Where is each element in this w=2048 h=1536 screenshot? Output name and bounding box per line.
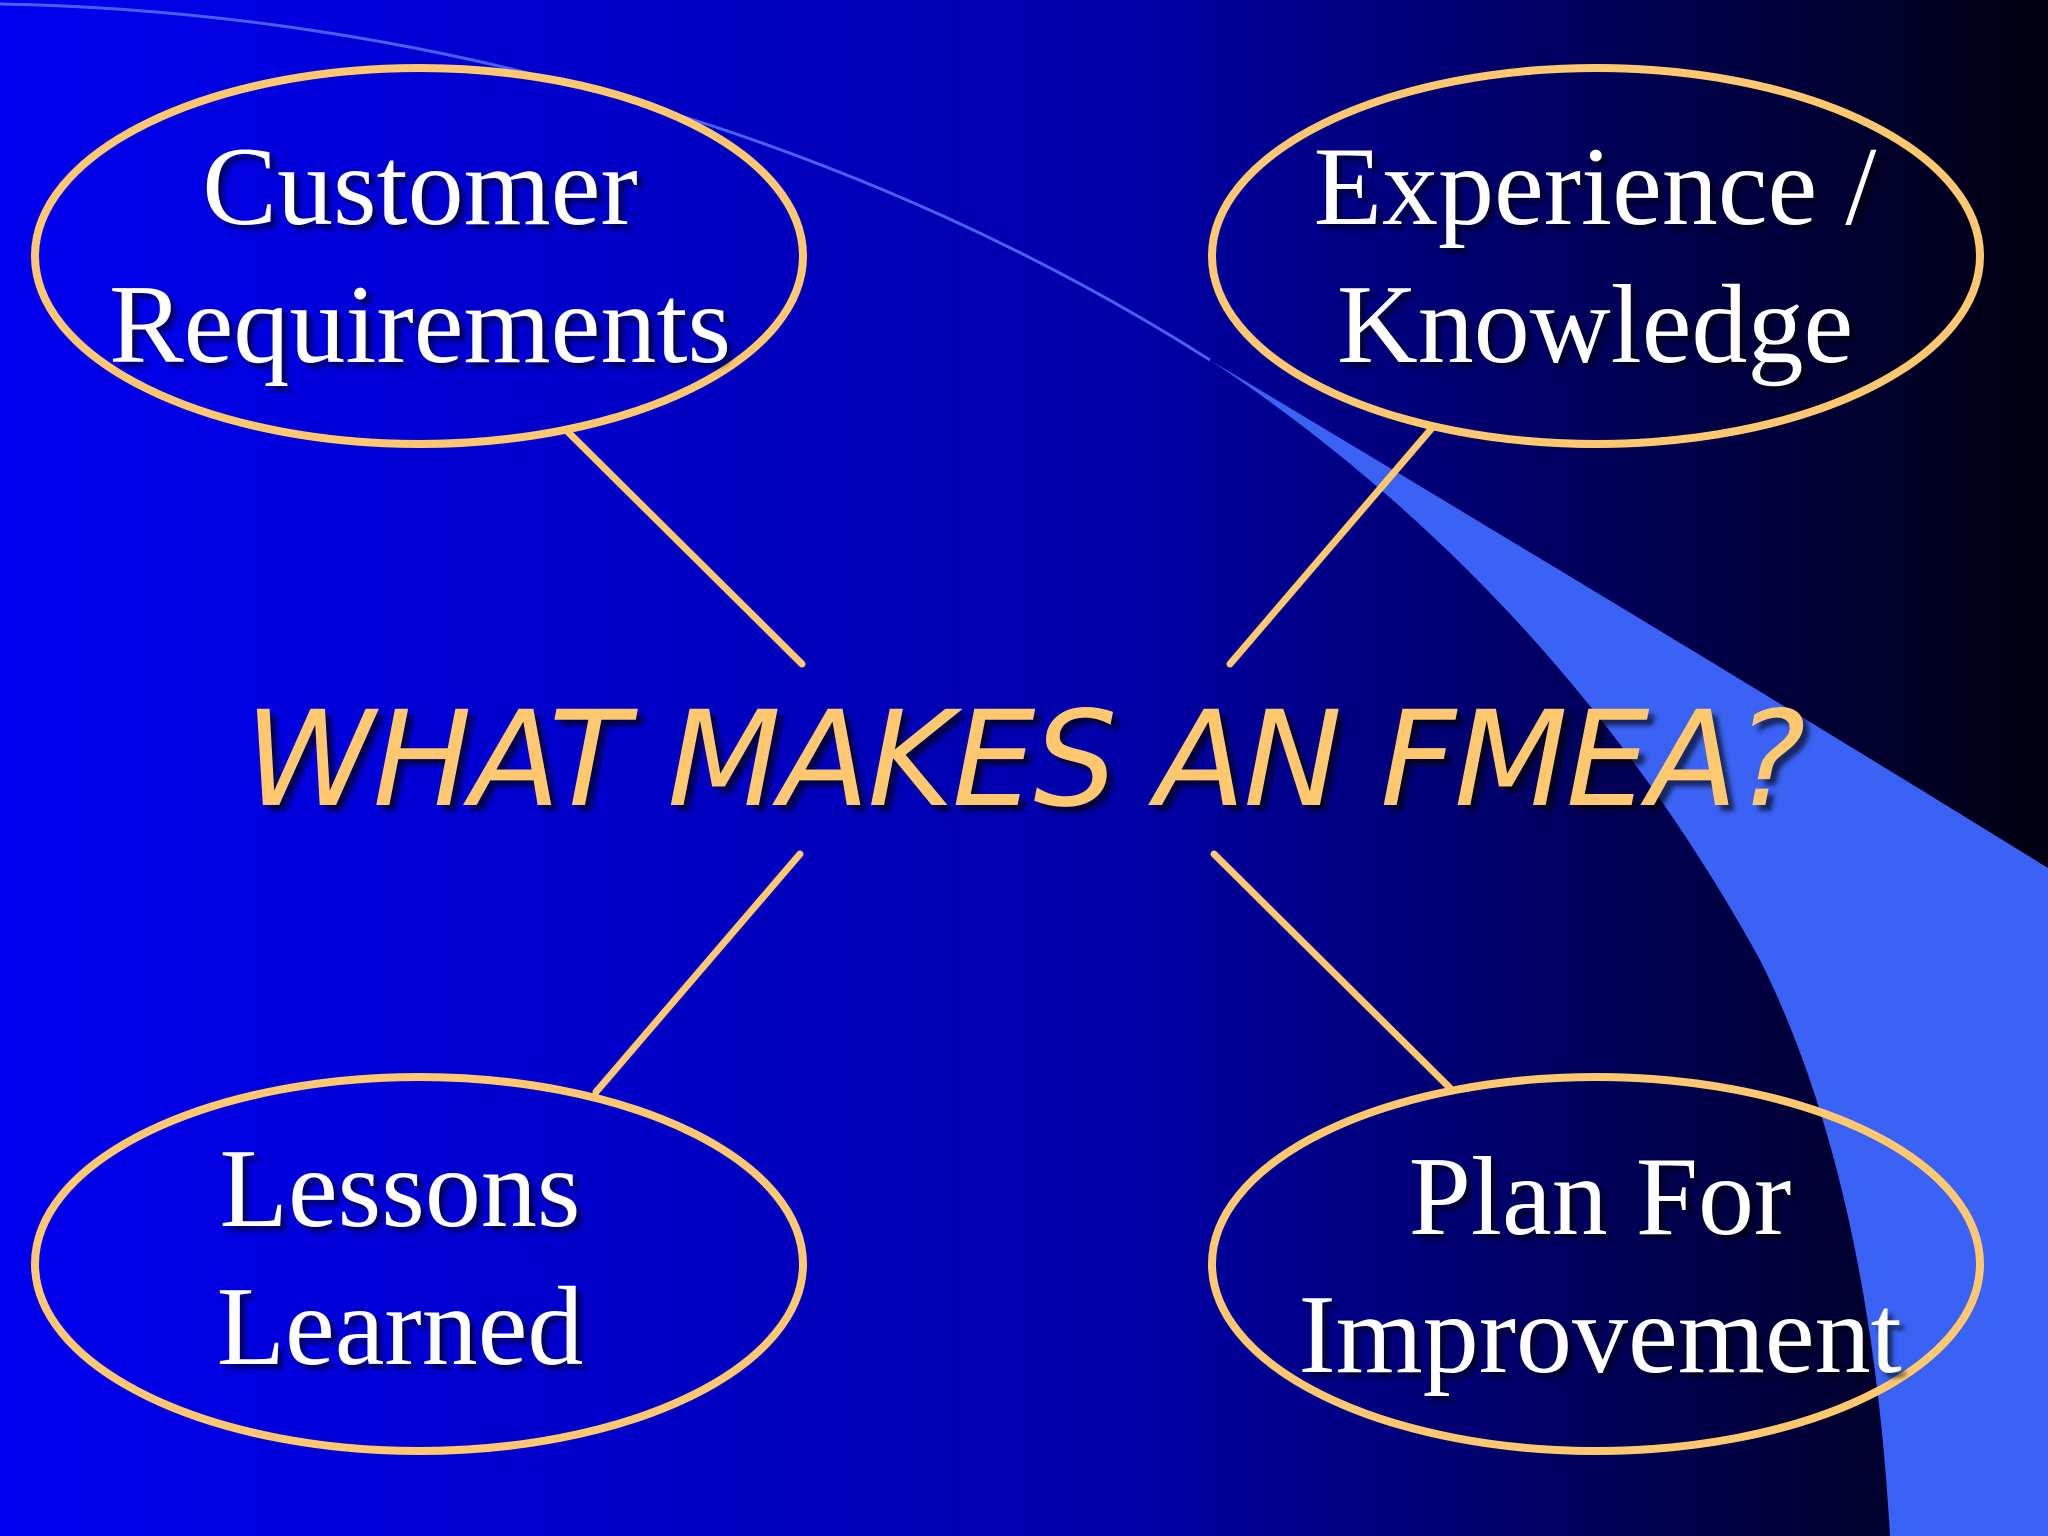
center-title: WHAT MAKES AN FMEA? bbox=[244, 683, 1806, 837]
node-line: Customer bbox=[202, 125, 638, 249]
ellipse-bottom-right bbox=[1208, 1073, 1984, 1455]
ellipse-top-left bbox=[31, 64, 807, 448]
node-line: Experience / bbox=[1313, 125, 1877, 249]
node-experience-knowledge: Experience / Knowledge bbox=[1210, 118, 1980, 394]
node-line: Knowledge bbox=[1336, 263, 1854, 387]
node-line: Improvement bbox=[1298, 1273, 1902, 1397]
node-line: Learned bbox=[216, 1265, 584, 1389]
node-plan-for-improvement: Plan For Improvement bbox=[1210, 1128, 1990, 1404]
node-customer-requirements: Customer Requirements bbox=[40, 118, 800, 394]
connector-bottom-right bbox=[1210, 850, 1454, 1092]
ellipse-bottom-left bbox=[31, 1073, 807, 1455]
connector-bottom-left bbox=[592, 850, 804, 1096]
ellipse-top-right bbox=[1208, 64, 1984, 448]
connector-top-left bbox=[564, 428, 806, 668]
node-lessons-learned: Lessons Learned bbox=[20, 1120, 780, 1396]
connector-top-right bbox=[1226, 424, 1436, 668]
node-line: Lessons bbox=[219, 1127, 581, 1251]
background-swoosh bbox=[1210, 360, 2048, 1536]
node-line: Requirements bbox=[108, 263, 732, 387]
node-line: Plan For bbox=[1408, 1135, 1792, 1259]
